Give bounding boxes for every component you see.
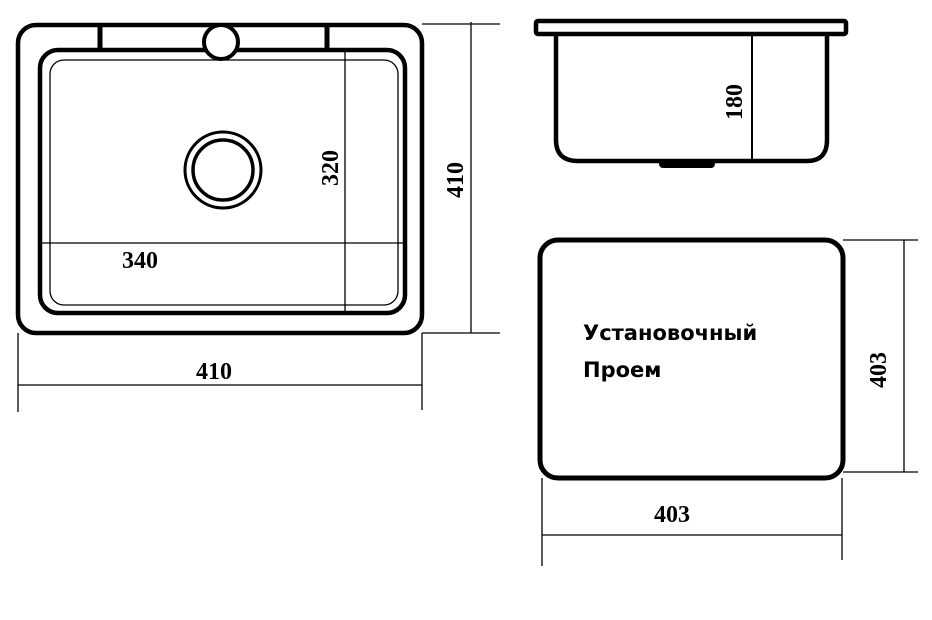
top-view: 340 320 410 410 xyxy=(15,22,500,412)
dim-overall-length: 410 xyxy=(443,162,469,198)
side-view: 180 xyxy=(533,18,849,168)
cutout-label-line2: Проем xyxy=(583,358,661,382)
dim-bowl-length: 320 xyxy=(318,150,344,186)
dim-depth: 180 xyxy=(722,84,748,120)
overflow-hole xyxy=(202,23,240,61)
side-drain xyxy=(659,160,715,168)
cutout-outline xyxy=(537,237,846,481)
dim-bowl-width: 340 xyxy=(122,248,158,274)
dim-overall-width: 410 xyxy=(196,359,232,385)
bowl-inner-edge xyxy=(49,59,399,306)
dim-cutout-height: 403 xyxy=(866,352,892,388)
drain-inner xyxy=(191,138,255,202)
dim-cutout-width: 403 xyxy=(654,502,690,528)
side-rim xyxy=(533,18,849,37)
cutout-view: Установочный Проем 403 403 xyxy=(537,237,918,566)
side-bowl xyxy=(553,35,830,164)
sink-outer-rim xyxy=(15,22,425,336)
cutout-label-line1: Установочный xyxy=(583,321,757,345)
bowl-outline xyxy=(37,47,408,316)
drain-outer xyxy=(183,130,263,210)
